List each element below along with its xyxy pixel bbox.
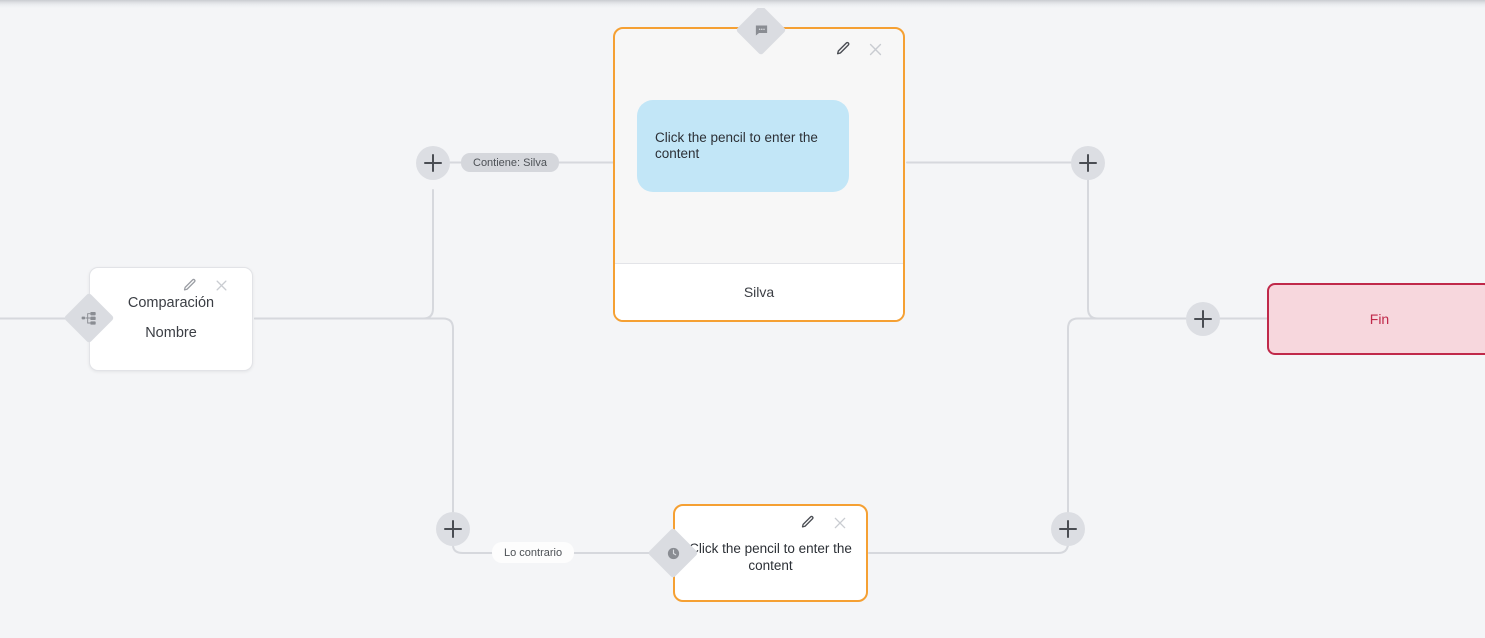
close-icon[interactable] [214, 278, 232, 296]
close-icon[interactable] [832, 515, 850, 533]
add-step-true-branch-button[interactable] [416, 146, 450, 180]
add-step-after-message-button[interactable] [1071, 146, 1105, 180]
edge-merge-bottom-up [1067, 317, 1187, 513]
branch-handle[interactable] [63, 292, 115, 344]
edge-false-to-delay [452, 544, 674, 554]
edge-decision-to-false-branch [254, 317, 454, 513]
delay-node-tools [800, 515, 850, 533]
comparison-node-tools [182, 278, 232, 296]
delay-handle[interactable] [647, 527, 699, 579]
comparison-title: Comparación [127, 295, 215, 312]
speech-bubble-icon [751, 20, 771, 40]
pencil-icon[interactable] [835, 41, 853, 59]
clock-icon [663, 543, 683, 563]
node-delay[interactable]: Click the pencil to enter the content [673, 504, 868, 602]
delay-node-text: Click the pencil to enter the content [689, 541, 852, 573]
close-icon[interactable] [867, 41, 885, 59]
edge-merge-top-down [1087, 179, 1187, 320]
edge-decision-to-true-branch [254, 189, 434, 320]
edge-delay-to-merge-bottom [868, 542, 1069, 554]
node-message[interactable]: Click the pencil to enter the content Si… [613, 27, 905, 322]
pencil-icon[interactable] [800, 515, 818, 533]
message-footer-label: Silva [615, 263, 903, 320]
node-end[interactable]: Fin [1267, 283, 1485, 355]
comparison-subtitle: Nombre [145, 325, 197, 341]
message-handle[interactable] [735, 4, 787, 56]
message-body: Click the pencil to enter the content [615, 29, 903, 263]
message-node-tools [835, 41, 885, 59]
end-node-label: Fin [1369, 311, 1390, 327]
add-step-before-end-button[interactable] [1186, 302, 1220, 336]
add-step-false-branch-button[interactable] [436, 512, 470, 546]
message-bubble[interactable]: Click the pencil to enter the content [637, 100, 849, 192]
branch-icon [79, 308, 99, 328]
pencil-icon[interactable] [182, 278, 200, 296]
edge-label-contiene-silva[interactable]: Contiene: Silva [461, 153, 559, 172]
edge-label-lo-contrario[interactable]: Lo contrario [492, 542, 575, 563]
add-step-after-delay-button[interactable] [1051, 512, 1085, 546]
node-comparison[interactable]: Comparación Nombre [89, 267, 253, 371]
